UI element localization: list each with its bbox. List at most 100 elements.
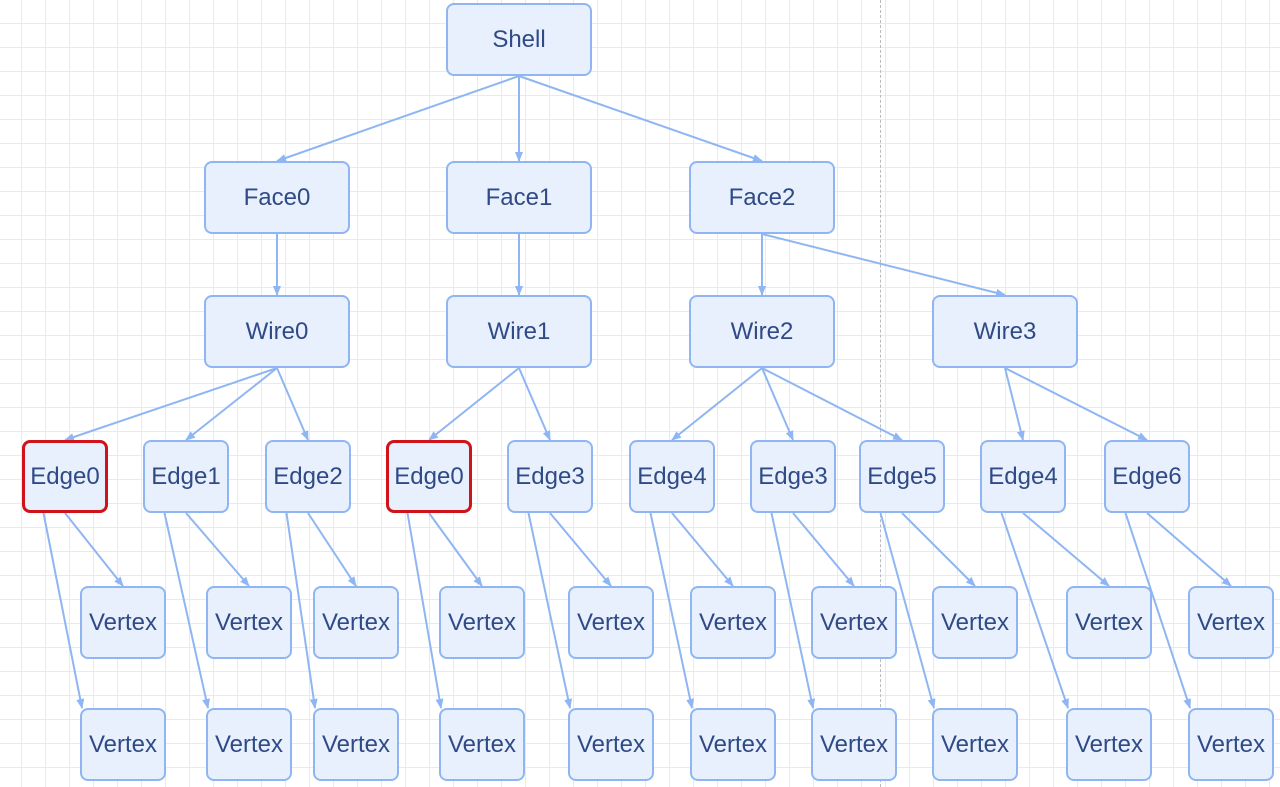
node-label: Vertex bbox=[1196, 730, 1266, 758]
connector-shell-face0[interactable] bbox=[276, 75, 520, 162]
node-label: Edge3 bbox=[515, 462, 585, 490]
connector-wire0-w0e0[interactable] bbox=[64, 367, 278, 441]
node-v1a[interactable]: Vertex bbox=[206, 586, 292, 659]
node-label: Edge1 bbox=[151, 462, 221, 490]
node-v3a[interactable]: Vertex bbox=[439, 586, 525, 659]
node-label: Face0 bbox=[243, 183, 311, 211]
node-label: Edge5 bbox=[867, 462, 937, 490]
node-label: Wire0 bbox=[245, 317, 309, 345]
connector-face2-wire3[interactable] bbox=[761, 233, 1006, 297]
connector-wire1-w1e3[interactable] bbox=[518, 367, 551, 441]
node-label: Vertex bbox=[698, 730, 768, 758]
node-label: Vertex bbox=[321, 608, 391, 636]
connector-wire2-w2e5[interactable] bbox=[761, 367, 903, 441]
node-v5a[interactable]: Vertex bbox=[690, 586, 776, 659]
connector-w2e3-v6b[interactable] bbox=[770, 512, 816, 709]
node-v8b[interactable]: Vertex bbox=[1066, 708, 1152, 781]
connector-w1e3-v4a[interactable] bbox=[549, 512, 612, 587]
node-label: Edge6 bbox=[1112, 462, 1182, 490]
connector-w3e6-v9a[interactable] bbox=[1146, 512, 1232, 587]
connector-wire1-w1e0[interactable] bbox=[428, 367, 520, 441]
connector-wire2-w2e4[interactable] bbox=[671, 367, 763, 441]
node-shell[interactable]: Shell bbox=[446, 3, 592, 76]
connector-w1e0-v3a[interactable] bbox=[428, 512, 483, 587]
node-w3e6[interactable]: Edge6 bbox=[1104, 440, 1190, 513]
connector-w1e0-v3b[interactable] bbox=[406, 512, 444, 709]
connector-w2e3-v6a[interactable] bbox=[792, 512, 855, 587]
connector-shell-face2[interactable] bbox=[518, 75, 763, 162]
node-wire2[interactable]: Wire2 bbox=[689, 295, 835, 368]
node-label: Face2 bbox=[728, 183, 796, 211]
node-wire3[interactable]: Wire3 bbox=[932, 295, 1078, 368]
connector-w3e6-v9b[interactable] bbox=[1124, 512, 1191, 709]
node-v6b[interactable]: Vertex bbox=[811, 708, 897, 781]
node-v8a[interactable]: Vertex bbox=[1066, 586, 1152, 659]
connector-w2e4-v5a[interactable] bbox=[671, 512, 734, 587]
connector-w0e2-v2a[interactable] bbox=[307, 512, 357, 587]
node-label: Edge0 bbox=[30, 462, 100, 490]
node-label: Vertex bbox=[819, 730, 889, 758]
node-label: Vertex bbox=[88, 608, 158, 636]
node-v1b[interactable]: Vertex bbox=[206, 708, 292, 781]
node-label: Vertex bbox=[576, 730, 646, 758]
node-face1[interactable]: Face1 bbox=[446, 161, 592, 234]
node-face2[interactable]: Face2 bbox=[689, 161, 835, 234]
connector-wire0-w0e2[interactable] bbox=[276, 367, 309, 441]
node-v4b[interactable]: Vertex bbox=[568, 708, 654, 781]
node-w0e2[interactable]: Edge2 bbox=[265, 440, 351, 513]
node-label: Vertex bbox=[819, 608, 889, 636]
connector-wire0-w0e1[interactable] bbox=[185, 367, 278, 441]
connector-w1e3-v4b[interactable] bbox=[527, 512, 573, 709]
connector-w0e1-v1b[interactable] bbox=[163, 512, 210, 709]
node-v5b[interactable]: Vertex bbox=[690, 708, 776, 781]
node-label: Vertex bbox=[1074, 730, 1144, 758]
node-v9b[interactable]: Vertex bbox=[1188, 708, 1274, 781]
node-label: Vertex bbox=[321, 730, 391, 758]
connector-w0e0-v0a[interactable] bbox=[64, 512, 124, 587]
node-v2a[interactable]: Vertex bbox=[313, 586, 399, 659]
node-label: Vertex bbox=[1196, 608, 1266, 636]
connector-wire3-w3e6[interactable] bbox=[1004, 367, 1148, 441]
node-face0[interactable]: Face0 bbox=[204, 161, 350, 234]
connector-wire3-w3e4[interactable] bbox=[1004, 367, 1025, 441]
connector-w0e1-v1a[interactable] bbox=[185, 512, 250, 587]
node-v6a[interactable]: Vertex bbox=[811, 586, 897, 659]
connector-w3e4-v8a[interactable] bbox=[1022, 512, 1110, 587]
connector-wire2-w2e3[interactable] bbox=[761, 367, 794, 441]
node-label: Vertex bbox=[940, 608, 1010, 636]
node-label: Wire1 bbox=[487, 317, 551, 345]
connector-w3e4-v8b[interactable] bbox=[1000, 512, 1069, 709]
node-w2e4[interactable]: Edge4 bbox=[629, 440, 715, 513]
node-v4a[interactable]: Vertex bbox=[568, 586, 654, 659]
node-label: Edge0 bbox=[394, 462, 464, 490]
node-v0a[interactable]: Vertex bbox=[80, 586, 166, 659]
node-w3e4[interactable]: Edge4 bbox=[980, 440, 1066, 513]
node-v9a[interactable]: Vertex bbox=[1188, 586, 1274, 659]
connector-w2e5-v7a[interactable] bbox=[901, 512, 976, 587]
node-label: Vertex bbox=[88, 730, 158, 758]
node-label: Vertex bbox=[214, 730, 284, 758]
node-label: Vertex bbox=[1074, 608, 1144, 636]
connector-w2e5-v7b[interactable] bbox=[879, 512, 936, 709]
node-label: Shell bbox=[492, 25, 546, 53]
node-label: Edge4 bbox=[637, 462, 707, 490]
node-w2e5[interactable]: Edge5 bbox=[859, 440, 945, 513]
node-v2b[interactable]: Vertex bbox=[313, 708, 399, 781]
node-w0e0[interactable]: Edge0 bbox=[22, 440, 108, 513]
node-v7a[interactable]: Vertex bbox=[932, 586, 1018, 659]
connector-w0e0-v0b[interactable] bbox=[42, 512, 85, 709]
node-w1e0[interactable]: Edge0 bbox=[386, 440, 472, 513]
node-v3b[interactable]: Vertex bbox=[439, 708, 525, 781]
connector-w2e4-v5b[interactable] bbox=[649, 512, 695, 709]
node-label: Vertex bbox=[576, 608, 646, 636]
node-w2e3[interactable]: Edge3 bbox=[750, 440, 836, 513]
node-label: Edge4 bbox=[988, 462, 1058, 490]
node-w1e3[interactable]: Edge3 bbox=[507, 440, 593, 513]
connector-w0e2-v2b[interactable] bbox=[285, 512, 318, 709]
node-v0b[interactable]: Vertex bbox=[80, 708, 166, 781]
node-v7b[interactable]: Vertex bbox=[932, 708, 1018, 781]
node-w0e1[interactable]: Edge1 bbox=[143, 440, 229, 513]
node-wire1[interactable]: Wire1 bbox=[446, 295, 592, 368]
node-wire0[interactable]: Wire0 bbox=[204, 295, 350, 368]
